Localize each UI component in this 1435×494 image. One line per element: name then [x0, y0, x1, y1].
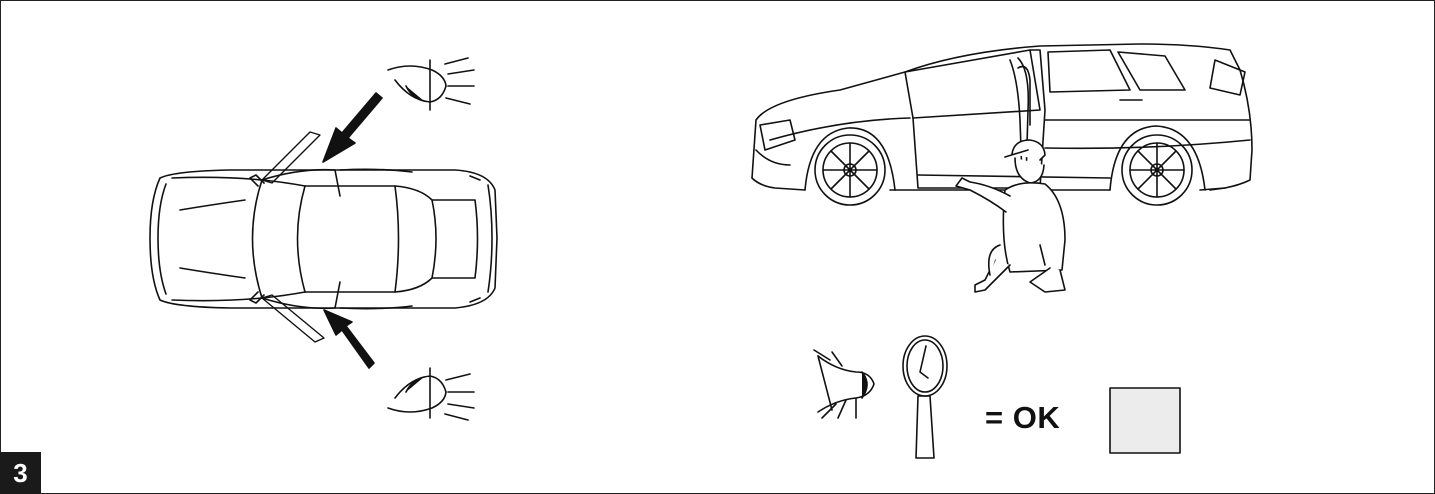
- arrow-icon: [324, 310, 374, 368]
- eye-icon: [814, 350, 874, 418]
- magnifying-glass-icon: [903, 336, 947, 458]
- eye-icon: [388, 368, 474, 420]
- suv-side-view-icon: [752, 44, 1252, 205]
- eye-icon: [388, 58, 474, 110]
- arrow-icon: [323, 93, 382, 162]
- step-number-badge: 3: [0, 452, 41, 494]
- technician-inspecting-icon: [956, 140, 1065, 292]
- ok-label: = OK: [985, 400, 1060, 436]
- ok-swatch: [1110, 388, 1180, 453]
